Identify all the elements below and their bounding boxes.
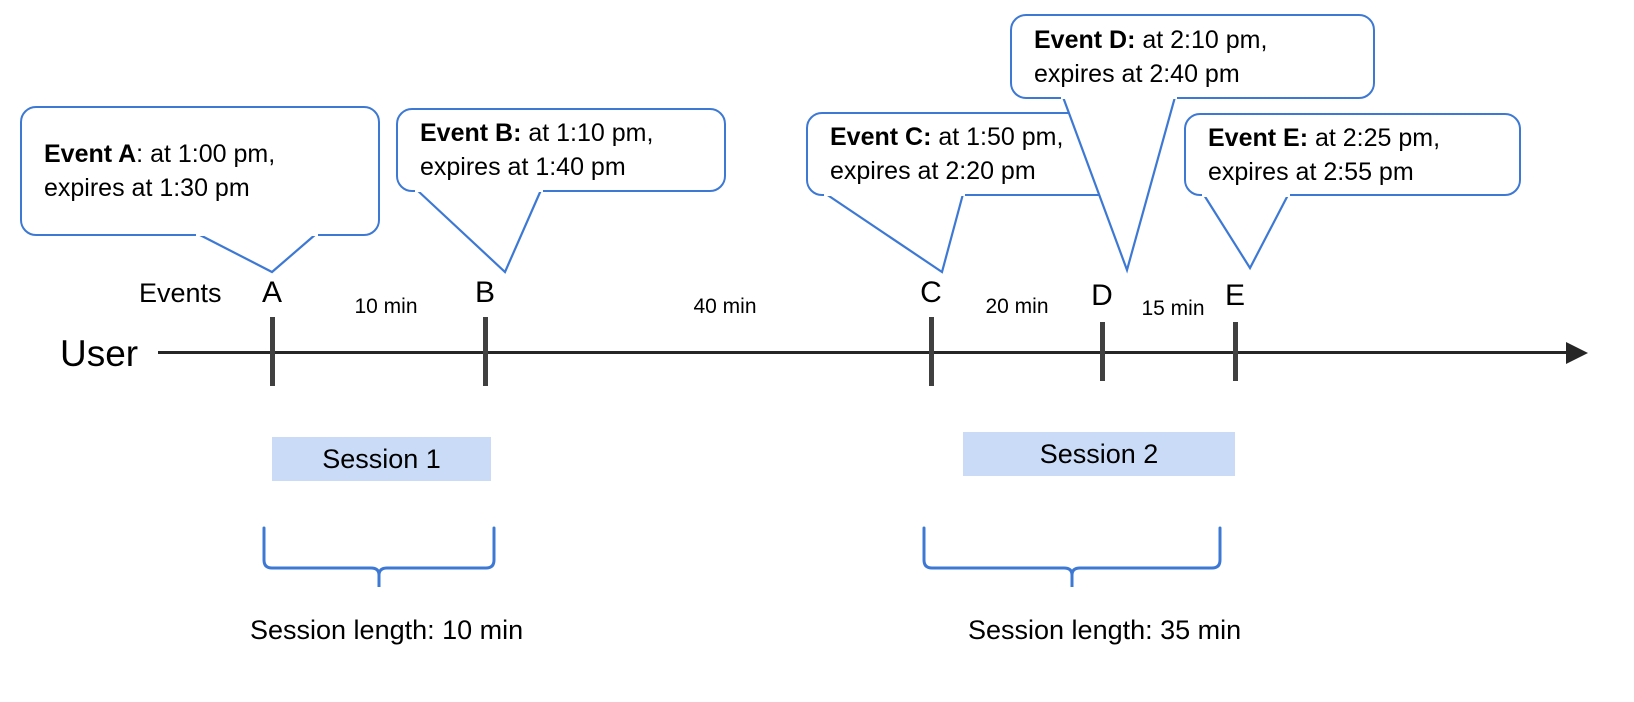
- event-marker-label-b: B: [474, 276, 495, 309]
- session-1-brace: [262, 526, 496, 587]
- callout-event-c-prefix: Event C:: [830, 123, 932, 151]
- callout-event-a-line2: expires at 1:30 pm: [44, 174, 250, 202]
- callout-event-b-line1: at 1:10 pm,: [528, 119, 654, 147]
- callout-event-d-prefix: Event D:: [1034, 25, 1136, 54]
- timeline-axis: [158, 351, 1570, 354]
- session-2-brace: [922, 526, 1222, 587]
- callout-event-c: Event C: at 1:50 pm, expires at 2:20 pm: [806, 112, 1136, 196]
- session-box-2: Session 2: [963, 432, 1235, 476]
- callout-event-a-prefix: Event A: [44, 140, 137, 168]
- callout-event-d-text: Event D: at 2:10 pm, expires at 2:40 pm: [1034, 23, 1267, 91]
- event-marker-label-d: D: [1091, 279, 1113, 312]
- callout-event-e: Event E: at 2:25 pm, expires at 2:55 pm: [1184, 113, 1521, 196]
- event-tick-c: [929, 317, 934, 386]
- callout-event-b-text: Event B: at 1:10 pm, expires at 1:40 pm: [420, 116, 653, 184]
- callout-event-c-text: Event C: at 1:50 pm, expires at 2:20 pm: [830, 120, 1063, 188]
- session-box-1-label: Session 1: [322, 443, 441, 474]
- callout-event-d: Event D: at 2:10 pm, expires at 2:40 pm: [1010, 14, 1375, 99]
- event-tick-d: [1100, 322, 1105, 381]
- session-box-2-label: Session 2: [1039, 438, 1159, 469]
- event-tick-e: [1233, 322, 1238, 381]
- callout-event-e-text: Event E: at 2:25 pm, expires at 2:55 pm: [1208, 121, 1440, 189]
- callout-event-a: Event A: at 1:00 pm, expires at 1:30 pm: [20, 106, 380, 236]
- session-2-length-caption: Session length: 35 min: [968, 615, 1242, 645]
- event-tick-a: [270, 317, 275, 386]
- callout-event-c-line1: at 1:50 pm,: [938, 123, 1064, 151]
- callout-event-d-line1: at 2:10 pm,: [1142, 25, 1268, 54]
- callout-event-b: Event B: at 1:10 pm, expires at 1:40 pm: [396, 108, 726, 192]
- event-marker-label-a: A: [261, 276, 282, 309]
- callout-event-e-prefix: Event E:: [1208, 123, 1309, 152]
- event-marker-label-c: C: [920, 276, 942, 309]
- user-row-label: User: [60, 333, 139, 374]
- session-box-1: Session 1: [272, 437, 491, 481]
- callout-event-e-line2: expires at 2:55 pm: [1208, 157, 1414, 186]
- timeline-arrow-icon: [1566, 342, 1588, 364]
- interval-label-c-d: 20 min: [985, 295, 1049, 318]
- callout-event-e-line1: at 2:25 pm,: [1314, 123, 1441, 152]
- callout-event-c-line2: expires at 2:20 pm: [830, 157, 1036, 185]
- callout-event-b-line2: expires at 1:40 pm: [420, 153, 626, 181]
- callout-event-d-line2: expires at 2:40 pm: [1034, 59, 1240, 88]
- interval-label-d-e: 15 min: [1141, 297, 1205, 320]
- interval-label-a-b: 10 min: [354, 295, 418, 318]
- event-tick-b: [483, 317, 488, 386]
- interval-label-b-c: 40 min: [693, 295, 757, 318]
- callout-event-b-prefix: Event B:: [420, 119, 522, 147]
- event-marker-label-e: E: [1224, 279, 1245, 312]
- events-row-label: Events: [139, 278, 222, 308]
- callout-event-a-line1: : at 1:00 pm,: [136, 140, 276, 168]
- callout-event-a-text: Event A: at 1:00 pm, expires at 1:30 pm: [44, 137, 275, 205]
- session-1-length-caption: Session length: 10 min: [250, 615, 524, 645]
